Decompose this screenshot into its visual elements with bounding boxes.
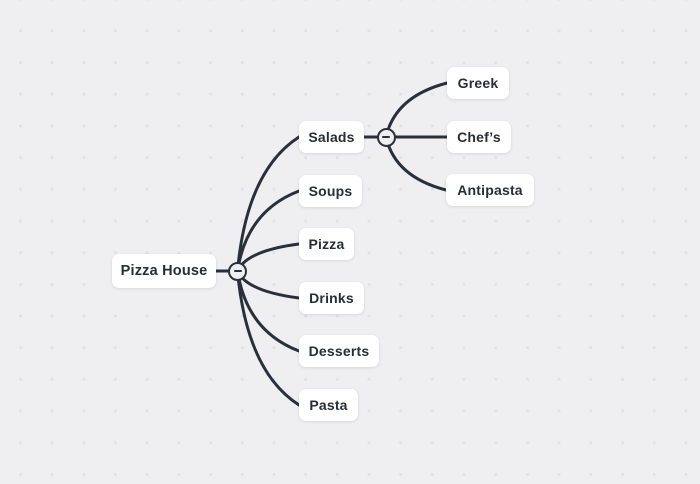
node-drinks[interactable]: Drinks — [299, 282, 364, 314]
node-salads-label: Salads — [308, 129, 355, 145]
connector-salads-greek — [384, 81, 449, 139]
node-pizza-house-label: Pizza House — [120, 263, 208, 279]
node-pizza[interactable]: Pizza — [299, 228, 354, 260]
minus-icon — [233, 269, 242, 273]
node-antipasta[interactable]: Antipasta — [446, 174, 534, 206]
node-drinks-label: Drinks — [309, 290, 354, 306]
minus-icon — [382, 135, 390, 139]
node-greek[interactable]: Greek — [447, 67, 509, 99]
connector-root-soups — [236, 189, 301, 273]
connector-root-salads — [236, 135, 301, 273]
node-chefs-label: Chef’s — [457, 129, 501, 145]
node-pizza-house[interactable]: Pizza House — [112, 254, 216, 288]
collapse-toggle-root[interactable] — [228, 261, 247, 281]
connector-root-desserts — [236, 269, 301, 353]
node-pasta-label: Pasta — [309, 397, 348, 413]
node-soups[interactable]: Soups — [299, 175, 362, 207]
node-desserts-label: Desserts — [308, 343, 370, 359]
node-salads[interactable]: Salads — [299, 121, 364, 153]
node-antipasta-label: Antipasta — [457, 182, 523, 198]
node-desserts[interactable]: Desserts — [299, 335, 379, 367]
node-chefs[interactable]: Chef’s — [447, 121, 511, 153]
node-pasta[interactable]: Pasta — [299, 389, 358, 421]
collapse-toggle-salads[interactable] — [376, 127, 396, 147]
node-soups-label: Soups — [308, 183, 353, 199]
connector-root-pasta — [236, 269, 301, 407]
node-greek-label: Greek — [457, 75, 499, 91]
connector-salads-antipasta — [384, 135, 448, 192]
connector-root-pizza — [236, 242, 301, 273]
node-pizza-label: Pizza — [308, 236, 345, 252]
connector-root-drinks — [236, 269, 301, 300]
